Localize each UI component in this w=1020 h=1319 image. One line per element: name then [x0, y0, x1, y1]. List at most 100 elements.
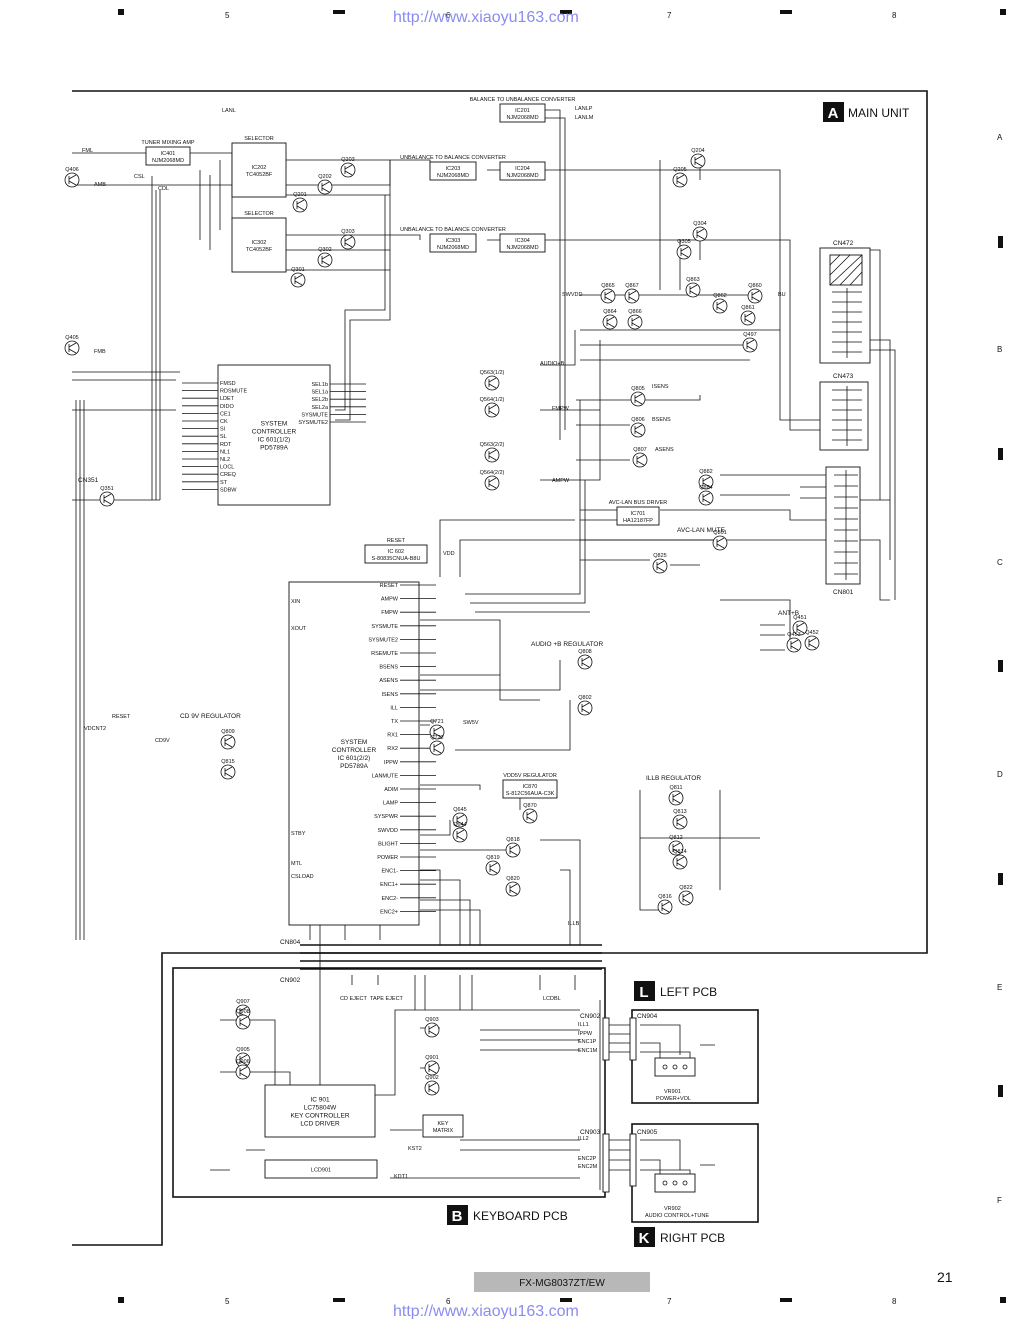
net-cd9v: CD9V: [155, 738, 170, 744]
watermark-url-bottom: http://www.xiaoyu163.com: [393, 1303, 579, 1319]
ic601a-pin-left: FMSD: [220, 381, 236, 387]
block-lcd901-line: LCD901: [311, 1168, 331, 1174]
ic601b-pin-right: ENC2+: [380, 909, 398, 915]
net-ill2: ILL2: [578, 1136, 589, 1142]
ic601b-pin-right: TX: [391, 719, 398, 725]
block-ic202-line: IC202: [252, 165, 267, 171]
edge-mark: [780, 1298, 792, 1302]
block-ic870-line: IC870: [523, 784, 538, 790]
block-ic202-line: TC4052BF: [246, 172, 273, 178]
ic601b-pin-left: STBY: [291, 831, 306, 837]
col-number-8: 8: [892, 11, 897, 20]
transistor-label: Q901: [425, 1055, 438, 1061]
ic601a-pin-right: SEL1b: [311, 382, 328, 388]
transistor-Q861: Q861: [740, 305, 756, 326]
transistor-Q814: Q814: [672, 849, 688, 870]
section-letter-l: L: [639, 984, 648, 1001]
block-ic203-line: IC203: [446, 166, 461, 172]
ic601a-pin-left: SDBW: [220, 487, 237, 493]
net-bu: BU: [778, 292, 786, 298]
transistor-Q820: Q820: [505, 876, 521, 897]
transistor-label: Q863: [686, 277, 699, 283]
block-ic303-caption: UNBALANCE TO BALANCE CONVERTER: [400, 227, 506, 233]
ic601a-pin-left: RDSMUTE: [220, 389, 248, 395]
net-enc1m: ENC1M: [578, 1048, 598, 1054]
transistor-Q815: Q815: [220, 759, 236, 780]
keyboard-pcb-frame: [172, 967, 606, 1198]
ic601a-pin-left: ST: [220, 480, 228, 486]
col-number-6-bottom: 6: [446, 1297, 451, 1306]
ic601b-pin-right: POWER: [377, 855, 398, 861]
ic601a-pin-right: SEL1a: [311, 390, 328, 396]
transistor-label: Q451: [793, 615, 806, 621]
transistor-label: Q644: [453, 822, 466, 828]
transistor-label: Q820: [506, 876, 519, 882]
transistor-label: Q865: [601, 283, 614, 289]
transistor-Q405: Q405: [64, 335, 80, 356]
transistor-label: Q205: [673, 167, 686, 173]
net-kdt1: KDT1: [394, 1174, 408, 1180]
transistor-label: Q203: [341, 157, 354, 163]
transistor-label: Q801: [713, 530, 726, 536]
transistor-Q497: Q497: [742, 332, 758, 353]
transistor-Q901: Q901: [424, 1055, 440, 1076]
transistor-label: Q819: [486, 855, 499, 861]
ic601a-pin-left: RDT: [220, 442, 232, 448]
transistor-label: Q905: [236, 1047, 249, 1053]
block-ic401-caption: TUNER MIXING AMP: [141, 140, 195, 146]
block-ic901-line: LC75804W: [304, 1105, 337, 1112]
ic601b-pin-right: RX1: [387, 733, 398, 739]
block-ic303-line: NJM2068MD: [437, 245, 469, 251]
transistor-label: Q452: [805, 630, 818, 636]
transistor-Q645: Q645: [452, 807, 468, 828]
transistor-label: Q825: [653, 553, 666, 559]
block-ic401-line: NJM2068MD: [152, 158, 184, 164]
cn801-connector: CN801: [825, 466, 861, 596]
block-ic302-caption: SELECTOR: [244, 211, 274, 217]
left-pcb-frame: [631, 1009, 759, 1104]
ic601b-pin-right: RX2: [387, 746, 398, 752]
net-enc2p: ENC2P: [578, 1156, 597, 1162]
transistor-Q863: Q863: [685, 277, 701, 298]
transistor-label: Q866: [628, 309, 641, 315]
block-lcd901: LCD901: [264, 1159, 378, 1179]
ic601b-pin-right: BSENS: [379, 665, 398, 671]
ic601b-pin-right: ENC2-: [381, 896, 398, 902]
transistor-label: Q867: [625, 283, 638, 289]
net-illb: ILLB: [568, 921, 580, 927]
transistor-label: Q884: [699, 485, 712, 491]
vr902-label: VR902: [664, 1206, 681, 1212]
transistor-label: Q722: [430, 735, 443, 741]
transistor-Q302: Q302: [317, 247, 333, 268]
transistor-label: Q822: [679, 885, 692, 891]
transistor-Q807: Q807: [632, 447, 648, 468]
net-kst2: KST2: [408, 1146, 422, 1152]
transistor-label: Q816: [658, 894, 671, 900]
cn905-label: CN905: [637, 1129, 658, 1136]
vr901-label: VR901: [664, 1089, 681, 1095]
transistor-Q204: Q204: [690, 148, 706, 169]
transistor-Q56322: Q563(2/2): [480, 442, 505, 463]
transistor-label: Q406: [65, 167, 78, 173]
edge-mark: [998, 660, 1003, 672]
cn473-label: CN473: [833, 373, 854, 380]
footer-bar: FX-MG8037ZT/EW 21 5 6 7 8 http://www.xia…: [118, 1269, 1006, 1319]
row-letter-a: A: [997, 133, 1003, 142]
section-letter-k: K: [639, 1230, 650, 1247]
section-main-unit: A MAIN UNIT: [823, 102, 910, 122]
block-ic202-caption: SELECTOR: [244, 136, 274, 142]
net-fml: FML: [82, 148, 93, 154]
cn902-keyboard-label: CN902: [280, 977, 301, 984]
edge-mark: [560, 10, 572, 14]
net-enc1p: ENC1P: [578, 1039, 597, 1045]
transistor-label: Q302: [318, 247, 331, 253]
block-ic204-line: NJM2068MD: [506, 173, 538, 179]
section-label-main-unit: MAIN UNIT: [848, 106, 910, 120]
ic601b-pin-right: ILL: [390, 705, 398, 711]
cn804-label: CN804: [280, 939, 301, 946]
wiring: [72, 109, 896, 1190]
